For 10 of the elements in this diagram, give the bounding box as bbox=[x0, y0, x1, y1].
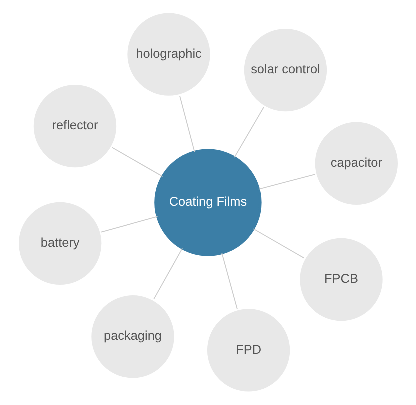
connector bbox=[100, 216, 158, 233]
connector bbox=[153, 248, 182, 300]
connector bbox=[221, 252, 238, 310]
node-circle: capacitor bbox=[312, 120, 400, 208]
connector bbox=[252, 228, 304, 259]
connector bbox=[258, 174, 316, 190]
connector bbox=[179, 96, 195, 153]
node-circle: Coating Films bbox=[154, 149, 262, 256]
connector bbox=[234, 106, 264, 158]
connector bbox=[112, 147, 163, 178]
